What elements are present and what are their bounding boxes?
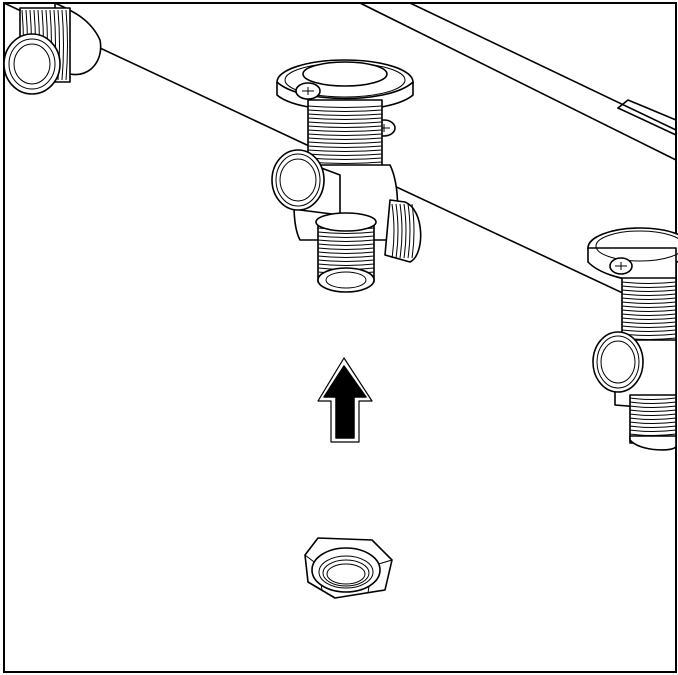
thread-line (317, 251, 375, 254)
thread-line (317, 231, 375, 234)
thread-line (621, 321, 677, 324)
thread-line (621, 305, 677, 308)
thread-line (621, 309, 677, 312)
thread-line (317, 239, 375, 242)
thread-line (61, 9, 64, 81)
thread-line (407, 203, 411, 259)
thread-line (307, 141, 383, 144)
thread-line (621, 293, 677, 296)
thread-line (317, 235, 375, 238)
thread-line (621, 325, 677, 328)
thread-line (629, 421, 677, 424)
thread-line (307, 113, 383, 116)
thread-line (307, 105, 383, 108)
thread-line (621, 317, 677, 320)
thread-line (307, 109, 383, 112)
thread-line (307, 145, 383, 148)
thread-line (403, 203, 407, 259)
thread-line (629, 417, 677, 420)
thread-line (317, 243, 375, 246)
lock-nut (304, 537, 393, 599)
thread-line (307, 125, 383, 128)
valve-fitting-right (587, 227, 678, 451)
thread-line (317, 255, 375, 258)
thread-line (621, 281, 677, 284)
thread-line (629, 405, 677, 408)
thread-line (629, 429, 677, 432)
thread-line (629, 409, 677, 412)
thread-line (317, 259, 375, 262)
thread-line (307, 133, 383, 136)
thread-line (307, 129, 383, 132)
thread-line (65, 9, 68, 81)
thread-line (317, 263, 375, 266)
thread-line (411, 203, 415, 259)
thread-line (621, 289, 677, 292)
valve-fitting-center (271, 59, 422, 293)
thread-line (391, 203, 395, 259)
thread-line (629, 401, 677, 404)
thread-line (317, 247, 375, 250)
thread-line (629, 413, 677, 416)
thread-line (629, 397, 677, 400)
thread-line (621, 301, 677, 304)
thread-line (395, 203, 399, 259)
thread-line (307, 121, 383, 124)
thread-line (307, 153, 383, 156)
thread-line (307, 137, 383, 140)
thread-line (621, 313, 677, 316)
thread-line (307, 117, 383, 120)
thread-line (307, 149, 383, 152)
thread-line (621, 297, 677, 300)
thread-line (621, 329, 677, 332)
valve-fitting-top-left (3, 2, 102, 95)
thread-line (621, 285, 677, 288)
thread-line (399, 203, 403, 259)
direction-arrow-up-icon (317, 357, 373, 443)
thread-line (629, 425, 677, 428)
